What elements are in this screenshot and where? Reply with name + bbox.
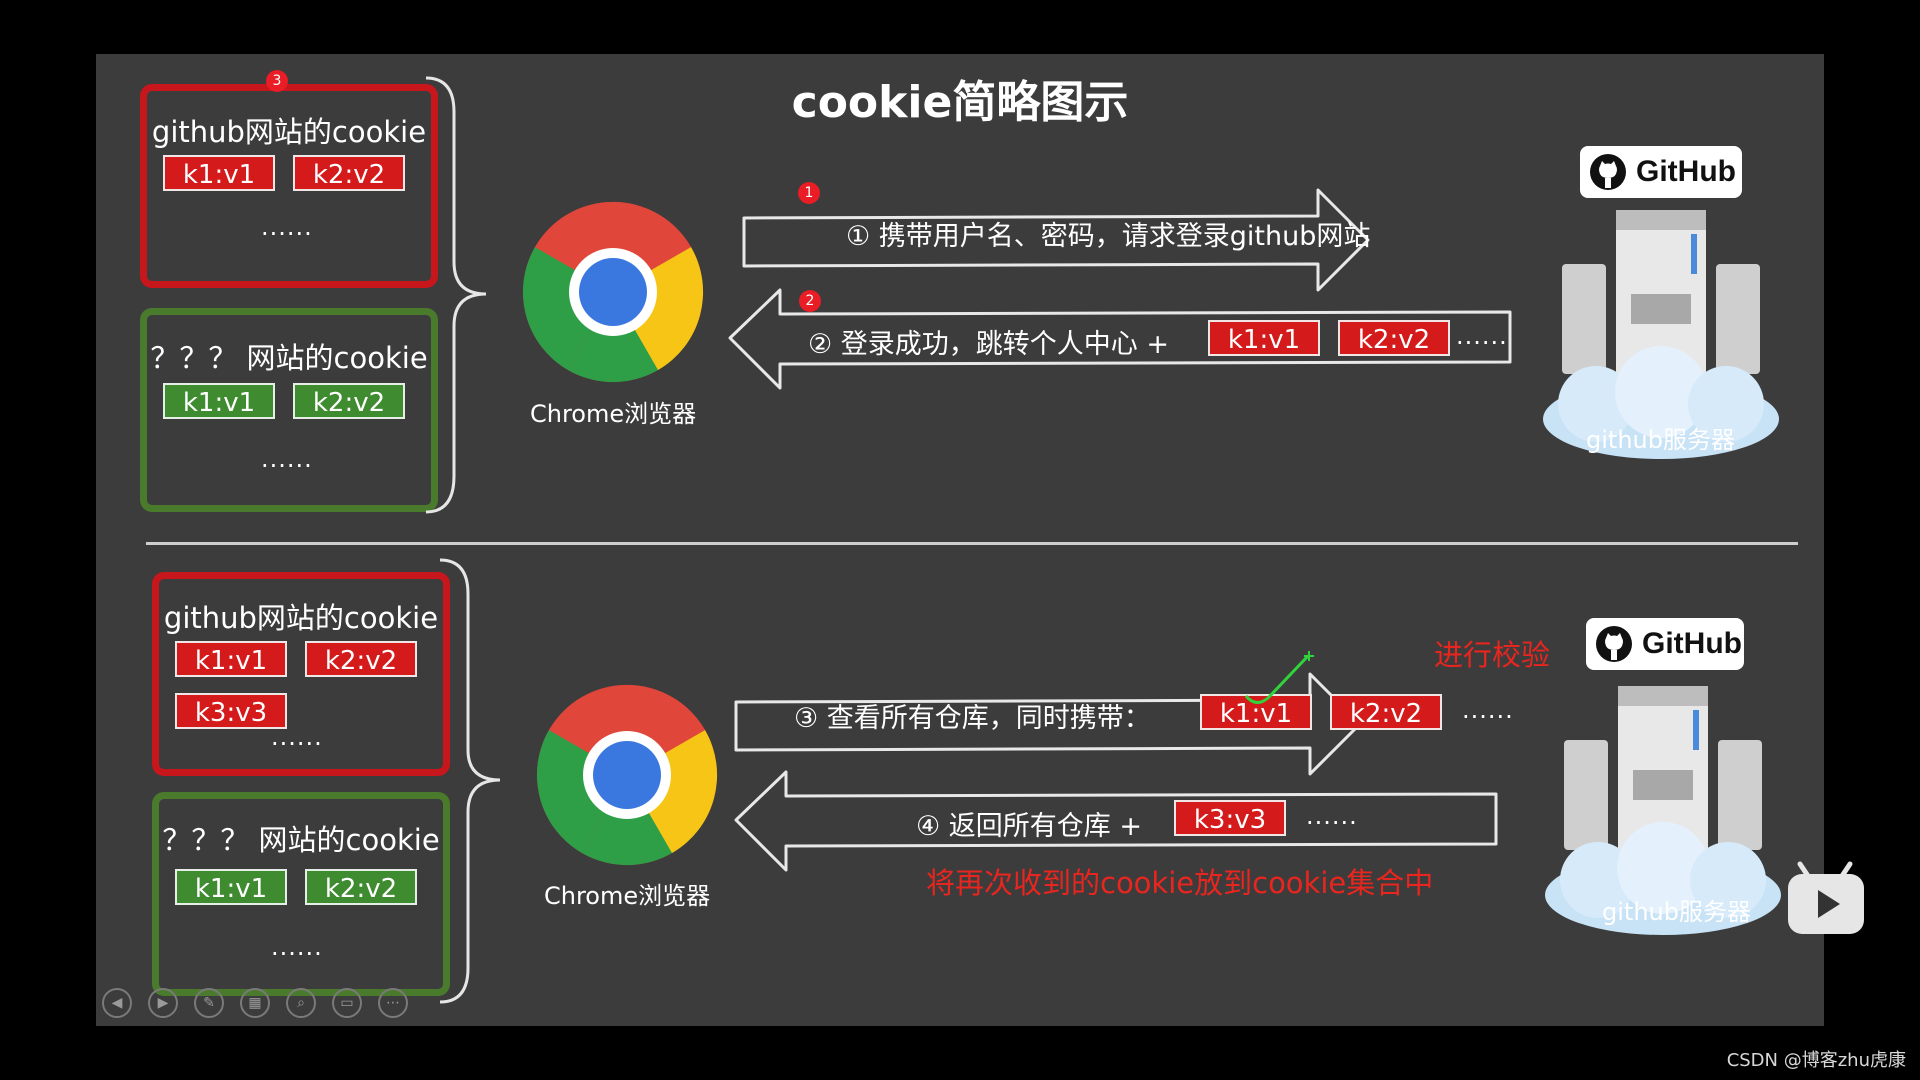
ellipsis: ...... <box>271 723 323 751</box>
cookie-kv: k3:v3 <box>175 693 287 729</box>
bottom-github-cookie-box: github网站的cookie k1:v1 k2:v2 k3:v3 ...... <box>152 572 450 776</box>
chrome-icon <box>522 201 704 383</box>
cookie-kv: k1:v1 <box>1200 694 1312 730</box>
cookie-kv: k1:v1 <box>163 383 275 419</box>
cookie-kv: k2:v2 <box>305 869 417 905</box>
github-octocat-icon <box>1590 154 1626 190</box>
ellipsis: ...... <box>1462 696 1514 724</box>
step-badge: 2 <box>799 290 821 312</box>
ellipsis: ...... <box>271 933 323 961</box>
box-title: github网站的cookie <box>163 601 439 635</box>
slides-grid-button[interactable]: ▦ <box>240 988 270 1018</box>
cookie-kv: k2:v2 <box>1338 320 1450 356</box>
cookie-kv: k3:v3 <box>1174 800 1286 836</box>
box-title: github网站的cookie <box>151 115 427 149</box>
ellipsis: ...... <box>1456 322 1508 350</box>
github-logo: GitHub <box>1586 618 1744 670</box>
server-label: github服务器 <box>1586 426 1735 454</box>
server-cloud-icon <box>1545 686 1781 935</box>
response-arrow <box>734 770 1498 872</box>
subtitle-button[interactable]: ▭ <box>332 988 362 1018</box>
server-label: github服务器 <box>1602 898 1751 926</box>
more-options-button[interactable]: ⋯ <box>378 988 408 1018</box>
cookie-kv: k2:v2 <box>293 155 405 191</box>
arrow-label: ② 登录成功，跳转个人中心 + <box>808 329 1169 360</box>
logo-text: GitHub <box>1636 155 1736 188</box>
chrome-icon <box>536 684 718 866</box>
check-mark-icon <box>1244 651 1314 704</box>
pen-tool-button[interactable]: ✎ <box>194 988 224 1018</box>
zoom-button[interactable]: ⌕ <box>286 988 316 1018</box>
logo-text: GitHub <box>1642 627 1742 660</box>
github-octocat-icon <box>1596 626 1632 662</box>
step-badge: 3 <box>266 70 288 92</box>
divider <box>146 542 1798 545</box>
cookie-kv: k2:v2 <box>293 383 405 419</box>
top-other-cookie-box: ？？？ 网站的cookie k1:v1 k2:v2 ...... <box>140 308 438 512</box>
watermark: CSDN @博客zhu虎康 <box>1726 1050 1906 1071</box>
box-title: ？？？ 网站的cookie <box>150 341 428 375</box>
verify-label: 进行校验 <box>1434 638 1551 672</box>
cookie-kv: k1:v1 <box>163 155 275 191</box>
slide: cookie简略图示 github网站的cookie k1:v1 k2:v2 .… <box>96 54 1824 1026</box>
ellipsis: ...... <box>1306 802 1358 830</box>
browser-label: Chrome浏览器 <box>544 882 711 910</box>
arrow-label: ① 携带用户名、密码，请求登录github网站 <box>846 221 1371 252</box>
browser-label: Chrome浏览器 <box>530 400 697 428</box>
step-badge: 1 <box>798 182 820 204</box>
cookie-kv: k1:v1 <box>175 641 287 677</box>
prev-slide-button[interactable]: ◀ <box>102 988 132 1018</box>
github-logo: GitHub <box>1580 146 1742 198</box>
server-cloud-icon <box>1543 210 1779 459</box>
brace <box>425 76 487 514</box>
next-slide-button[interactable]: ▶ <box>148 988 178 1018</box>
note-label: 将再次收到的cookie放到cookie集合中 <box>926 866 1434 900</box>
arrow-label: ③ 查看所有仓库，同时携带： <box>794 703 1151 734</box>
bottom-other-cookie-box: ？？？ 网站的cookie k1:v1 k2:v2 ...... <box>152 792 450 996</box>
brace <box>439 558 501 1004</box>
slide-title: cookie简略图示 <box>791 77 1129 128</box>
box-title: ？？？ 网站的cookie <box>162 823 440 857</box>
response-arrow <box>728 288 1512 390</box>
cookie-kv: k1:v1 <box>1208 320 1320 356</box>
arrow-label: ④ 返回所有仓库 + <box>916 811 1142 842</box>
ellipsis: ...... <box>261 445 313 473</box>
cookie-kv: k2:v2 <box>1330 694 1442 730</box>
request-arrow <box>742 188 1370 292</box>
play-icon[interactable] <box>1786 860 1866 936</box>
ellipsis: ...... <box>261 213 313 241</box>
cookie-kv: k2:v2 <box>305 641 417 677</box>
cookie-kv: k1:v1 <box>175 869 287 905</box>
top-github-cookie-box: github网站的cookie k1:v1 k2:v2 ...... <box>140 84 438 288</box>
